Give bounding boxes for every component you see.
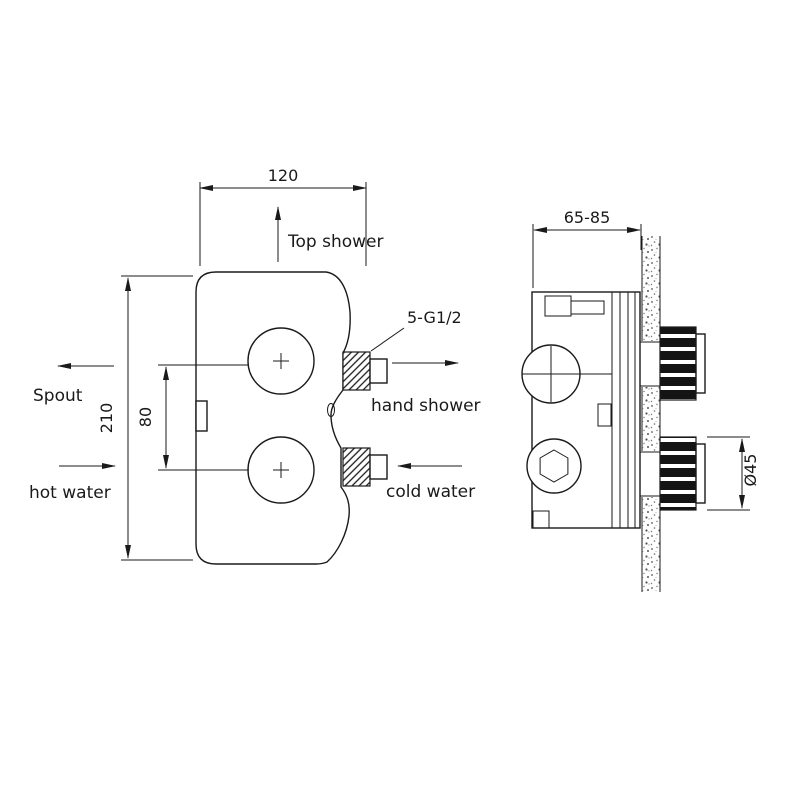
knob-bottom <box>247 436 315 504</box>
hot-water-label: hot water <box>29 483 111 503</box>
dimension-height: 210 <box>97 275 193 561</box>
flow-hot-water: hot water <box>29 463 116 503</box>
wall-section <box>641 236 661 592</box>
front-view: 120 210 80 Top shower 5-G1/2 <box>29 166 481 565</box>
cold-water-label: cold water <box>386 482 475 502</box>
handle-bottom-cap <box>695 443 706 504</box>
dimension-handle-diameter: Ø45 <box>707 436 760 511</box>
port-top <box>342 351 388 391</box>
left-tab <box>195 400 208 432</box>
dimension-knob-spacing-label: 80 <box>136 407 155 427</box>
dimension-knob-spacing: 80 <box>136 364 249 471</box>
dimension-depth-label: 65-85 <box>564 208 611 227</box>
stem-clearance <box>641 341 660 387</box>
handle-bottom-grip <box>659 436 697 511</box>
top-component-2 <box>570 300 605 315</box>
stem-clearance <box>641 451 660 497</box>
dimension-handle-diameter-label: Ø45 <box>741 454 760 487</box>
cartridge-top <box>521 344 612 404</box>
top-shower-label: Top shower <box>287 232 383 252</box>
bottom-mount-tab <box>532 510 550 529</box>
spout-label: Spout <box>33 386 83 406</box>
port-bottom <box>342 447 388 487</box>
leader-line <box>370 327 405 352</box>
port-bottom-cap <box>369 454 388 480</box>
flow-cold-water: cold water <box>386 463 475 502</box>
handle-top-grip <box>659 326 697 401</box>
port-top-thread <box>342 351 371 391</box>
valve-body-outline <box>195 271 351 565</box>
handle-top-cap <box>695 333 706 394</box>
port-bottom-thread <box>342 447 371 487</box>
handle-stem-top <box>640 341 660 387</box>
mid-tab <box>597 403 612 427</box>
flow-hand-shower: hand shower <box>371 360 481 416</box>
wall-stipple <box>642 236 660 592</box>
dimension-width: 120 <box>199 166 367 266</box>
dimension-height-label: 210 <box>97 403 116 434</box>
dimension-width-label: 120 <box>268 166 299 185</box>
knob-top <box>247 327 315 395</box>
thread-label: 5-G1/2 <box>407 308 462 327</box>
port-top-cap <box>369 358 388 384</box>
nut-circle <box>526 438 582 494</box>
flow-spout: Spout <box>33 363 114 406</box>
hand-shower-label: hand shower <box>371 396 481 416</box>
handle-stem-bottom <box>640 451 660 497</box>
hex-nut <box>539 449 569 483</box>
thread-callout: 5-G1/2 <box>370 308 462 352</box>
valve-nut-bottom <box>526 438 582 494</box>
dimension-depth: 65-85 <box>532 208 642 288</box>
handle-top <box>659 326 706 401</box>
profile-notch <box>327 403 335 417</box>
side-view: 65-85 Ø45 <box>521 208 760 592</box>
handle-bottom <box>659 436 706 511</box>
flow-top-shower: Top shower <box>275 206 383 262</box>
